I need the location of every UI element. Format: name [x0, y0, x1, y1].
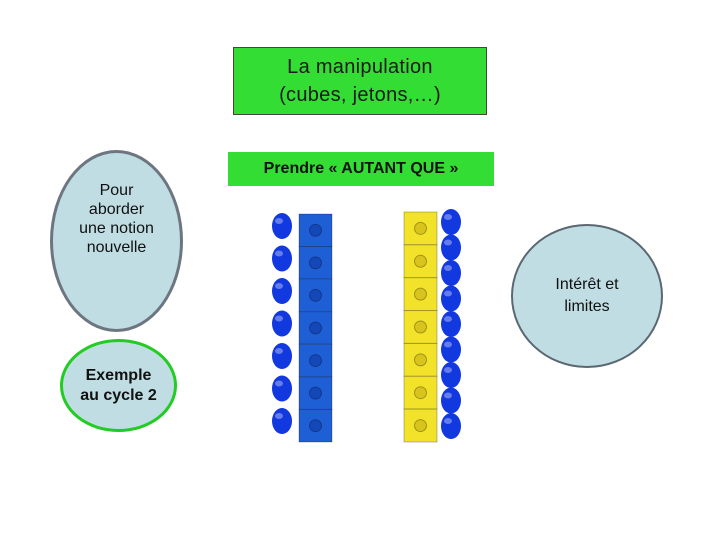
- blue-token: [441, 235, 461, 261]
- bubble-example-line-2: au cycle 2: [80, 386, 157, 406]
- bubble-interet-line-2: limites: [564, 296, 609, 318]
- bubble-notion-line-1: Pour: [100, 181, 134, 200]
- blue-token: [441, 209, 461, 235]
- blue-tokens-group: [272, 213, 292, 434]
- blue-token: [272, 408, 292, 434]
- title-box: La manipulation (cubes, jetons,…): [233, 47, 487, 115]
- blue-token: [441, 311, 461, 337]
- subtitle-text: Prendre « AUTANT QUE »: [264, 160, 459, 178]
- blue-token: [441, 413, 461, 439]
- right-tokens-group: [441, 209, 461, 439]
- bubble-example: Exemple au cycle 2: [60, 339, 177, 432]
- blue-cube-tower: [299, 214, 332, 442]
- blue-token: [441, 362, 461, 388]
- bubble-interet-line-1: Intérêt et: [555, 274, 618, 296]
- bubble-notion-line-4: nouvelle: [87, 238, 147, 257]
- bubble-interet: Intérêt et limites: [511, 224, 663, 368]
- yellow-cube-tower: [404, 212, 437, 442]
- title-line-2: (cubes, jetons,…): [279, 81, 441, 109]
- bubble-example-line-1: Exemple: [86, 366, 152, 386]
- blue-token: [272, 376, 292, 402]
- blue-token: [272, 311, 292, 337]
- blue-token: [272, 278, 292, 304]
- bubble-notion: Pour aborder une notion nouvelle: [50, 150, 183, 332]
- blue-token: [441, 388, 461, 414]
- bubble-notion-line-3: une notion: [79, 219, 154, 238]
- blue-token: [272, 246, 292, 272]
- blue-token: [441, 337, 461, 363]
- blue-token: [272, 213, 292, 239]
- title-line-1: La manipulation: [287, 53, 433, 81]
- blue-token: [441, 260, 461, 286]
- subtitle-box: Prendre « AUTANT QUE »: [228, 152, 494, 186]
- bubble-notion-line-2: aborder: [89, 200, 144, 219]
- manipulation-illustration: [262, 204, 472, 448]
- blue-token: [441, 286, 461, 312]
- blue-token: [272, 343, 292, 369]
